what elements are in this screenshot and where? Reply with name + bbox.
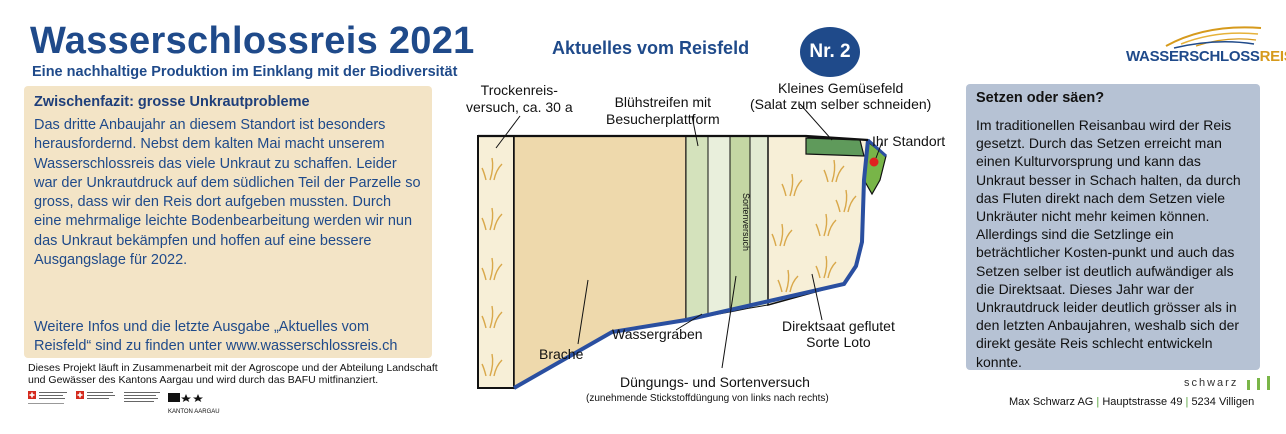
label-trockenreis: Trockenreis- versuch, ca. 30 a (466, 82, 573, 115)
sortenversuch-label: Sortenversuch (741, 193, 751, 251)
duengung-stripe-1 (685, 135, 709, 321)
aargau-stars-icon (168, 393, 203, 402)
right-panel-heading: Setzen oder säen? (976, 90, 1105, 106)
label-duengung: Düngungs- und Sortenversuch (620, 374, 810, 390)
project-note: Dieses Projekt läuft in Zusammenarbeit m… (28, 362, 438, 386)
partner-logos: KANTON AARGAU (28, 390, 220, 415)
label-duengung-note: (zunehmende Stickstoffdüngung von links … (586, 393, 829, 404)
company-logo-word: schwarz (1184, 376, 1239, 389)
label-wassergraben: Wassergraben (612, 326, 703, 342)
kanton-aargau-logo: KANTON AARGAU (168, 390, 220, 415)
left-panel-body: Das dritte Anbaujahr an diesem Standort … (34, 117, 421, 269)
wassergraben-corner (867, 138, 887, 158)
left-panel-heading: Zwischenfazit: grosse Unkrautprobleme (34, 94, 310, 110)
bafu-logo (124, 390, 164, 408)
document-lines-icon (124, 392, 160, 402)
right-panel-body: Im traditionellen Reisanbau wird der Rei… (976, 117, 1241, 370)
trockenreis-grass (481, 157, 503, 377)
info-panel-right: Setzen oder säen? Im traditionellen Reis… (966, 84, 1260, 370)
label-direktsaat: Direktsaat geflutet Sorte Loto (782, 318, 895, 350)
duengung-stripe-3 (749, 135, 769, 309)
news-heading: Aktuelles vom Reisfeld (552, 38, 750, 58)
brand-wordmark: WASSERSCHLOSSREIS (1126, 48, 1286, 65)
agroscope-logo (76, 390, 116, 408)
company-logo: schwarz (1184, 376, 1283, 390)
swiss-confederation-logo (28, 390, 68, 408)
swiss-flag-icon (28, 391, 67, 404)
brand-logo: WASSERSCHLOSSREIS (1126, 24, 1286, 74)
more-info-text: Weitere Infos und die letzte Ausgabe „Ak… (34, 319, 398, 355)
green-bars-icon (1247, 376, 1271, 390)
direktsaat-grass (771, 159, 857, 293)
swiss-flag-icon (76, 391, 115, 399)
label-brache: Brache (539, 346, 584, 362)
info-panel-left: Zwischenfazit: grosse Unkrautprobleme Da… (24, 86, 432, 358)
label-standort: Ihr Standort (872, 133, 946, 149)
label-bluehstreifen: Blühstreifen mit Besucherplattform (606, 94, 720, 127)
issue-badge: Nr. 2 (800, 27, 860, 77)
field-map-diagram: Sortenversuch (477, 103, 887, 390)
company-address: Max Schwarz AG | Hauptstrasse 49 | 5234 … (1009, 396, 1255, 408)
duengung-stripe-2 (707, 135, 731, 317)
leader-lines (495, 103, 883, 369)
page-title: Wasserschlossreis 2021 (30, 20, 475, 62)
rice-ear-icon (1165, 26, 1262, 49)
label-gemuesefeld: Kleines Gemüsefeld (Salat zum selber sch… (750, 80, 932, 112)
gemuesefeld-area (805, 137, 865, 157)
field-border (478, 134, 869, 142)
standort-dot (869, 157, 879, 167)
wassergraben-line (513, 139, 870, 390)
canton-logo-text: KANTON AARGAU (168, 409, 220, 415)
page-subtitle: Eine nachhaltige Produktion im Einklang … (32, 64, 458, 80)
direktsaat-area (767, 135, 869, 306)
